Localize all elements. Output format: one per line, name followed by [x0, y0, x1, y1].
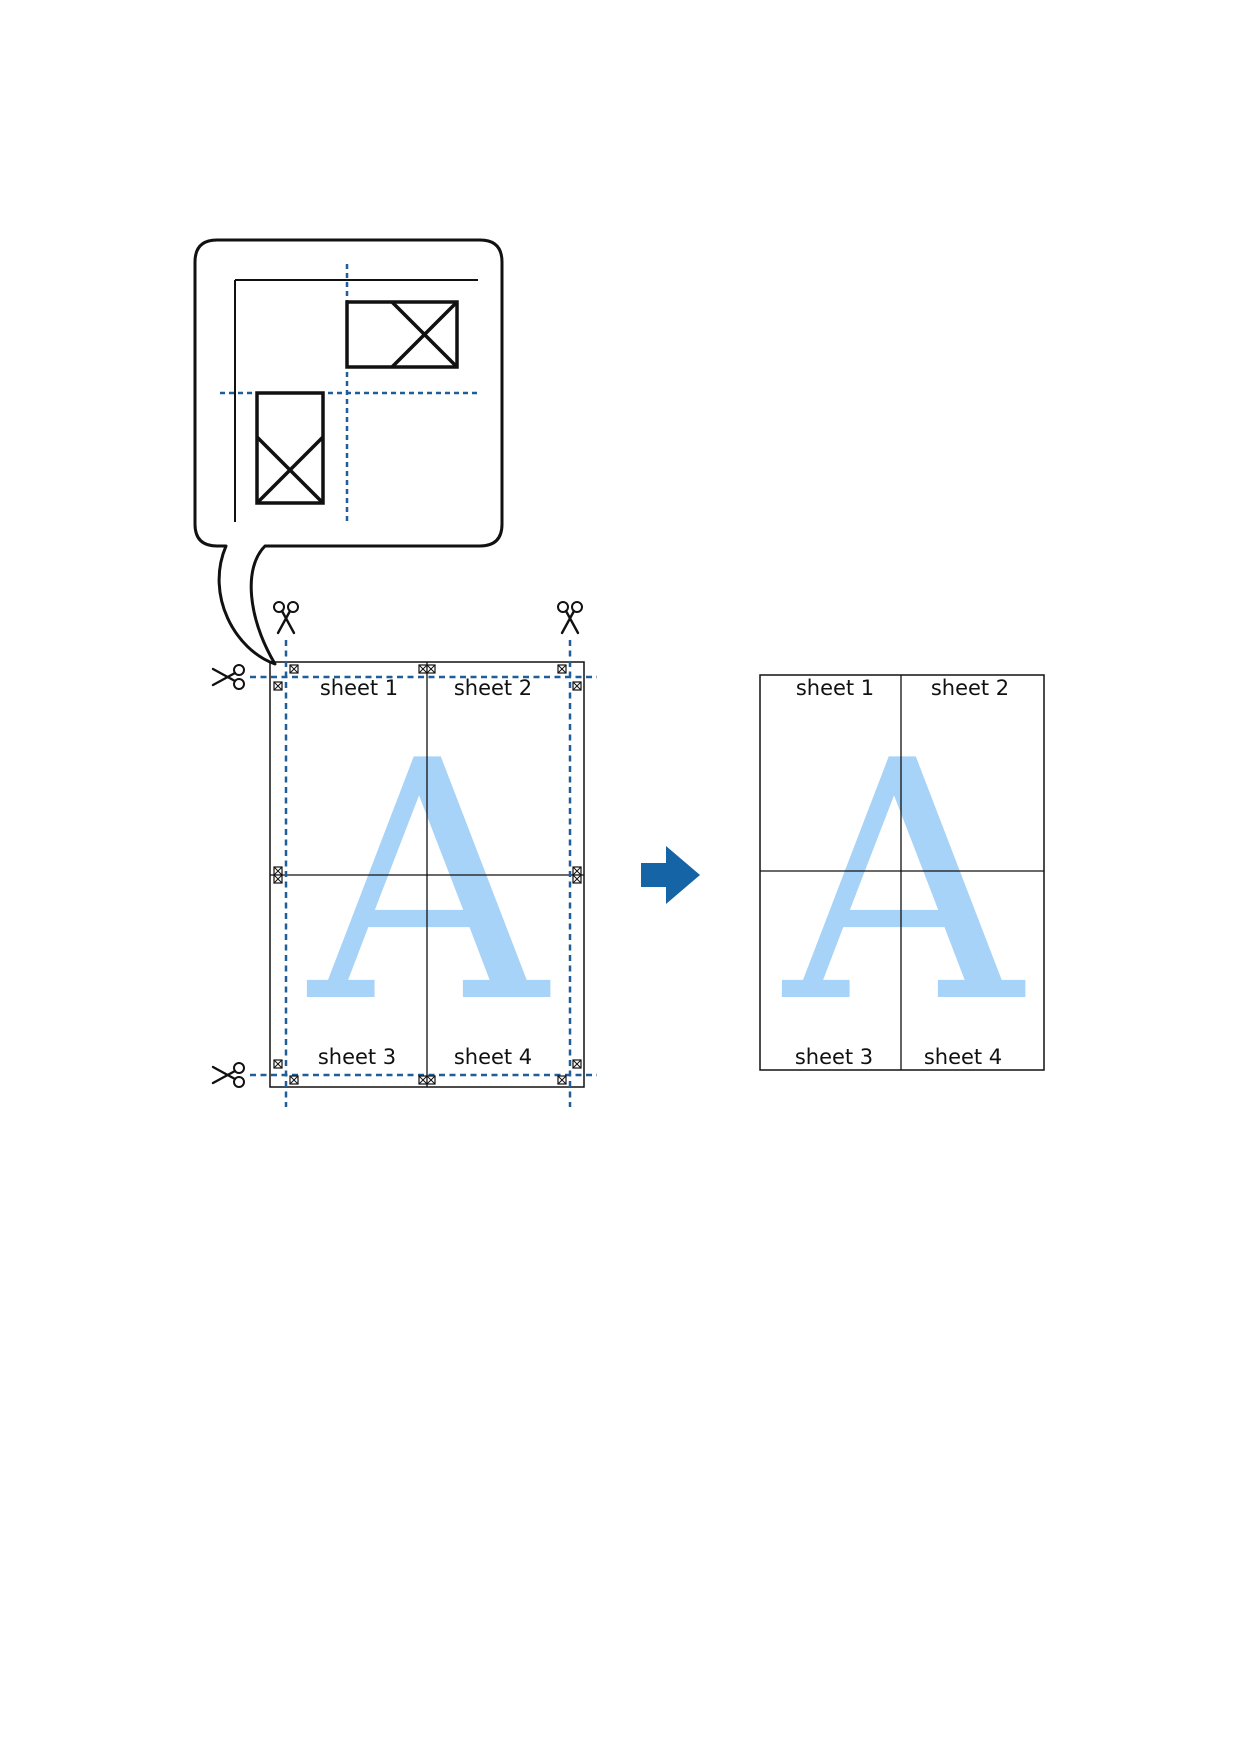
sheet-label: sheet 4	[454, 1045, 532, 1069]
scissors-icon	[211, 663, 246, 691]
alignment-mark-icon	[557, 1075, 567, 1085]
arrow-right-icon	[641, 846, 700, 904]
alignment-mark-icon	[572, 866, 582, 876]
sheet-label: sheet 4	[924, 1045, 1002, 1069]
alignment-mark-icon	[273, 866, 283, 876]
sheet-label: sheet 2	[454, 676, 532, 700]
alignment-mark-icon	[418, 664, 428, 674]
sheet-label: sheet 3	[795, 1045, 873, 1069]
alignment-mark-icon	[426, 1075, 436, 1085]
watermark-letter-after: A	[779, 691, 1027, 1075]
alignment-mark-icon	[273, 874, 283, 884]
sheet-label: sheet 3	[318, 1045, 396, 1069]
zoom-callout	[193, 238, 504, 666]
alignment-mark-icon	[572, 874, 582, 884]
sheet-label: sheet 1	[796, 676, 874, 700]
alignment-mark-icon	[418, 1075, 428, 1085]
scissors-icon	[556, 600, 584, 635]
alignment-mark-icon	[572, 681, 582, 691]
after-cutting-poster: A sheet 1 sheet 2 sheet 3 sheet 4	[759, 674, 1045, 1075]
alignment-mark-icon	[572, 1059, 582, 1069]
sheet-label: sheet 2	[931, 676, 1009, 700]
alignment-mark-icon	[289, 664, 299, 674]
scissors-icon	[272, 600, 300, 635]
alignment-mark-icon	[289, 1075, 299, 1085]
alignment-mark-icon	[426, 664, 436, 674]
scissors-icon	[211, 1061, 246, 1089]
zoom-alignment-mark-left	[255, 391, 325, 505]
before-cutting-poster: A sheet 1 sheet 2	[211, 600, 597, 1107]
alignment-mark-icon	[273, 1059, 283, 1069]
zoom-alignment-mark-top	[345, 300, 459, 369]
sheet-outline-after	[759, 674, 1045, 1071]
alignment-mark-icon	[273, 681, 283, 691]
callout-bubble	[193, 238, 504, 666]
sheet-label: sheet 1	[320, 676, 398, 700]
alignment-mark-icon	[557, 664, 567, 674]
